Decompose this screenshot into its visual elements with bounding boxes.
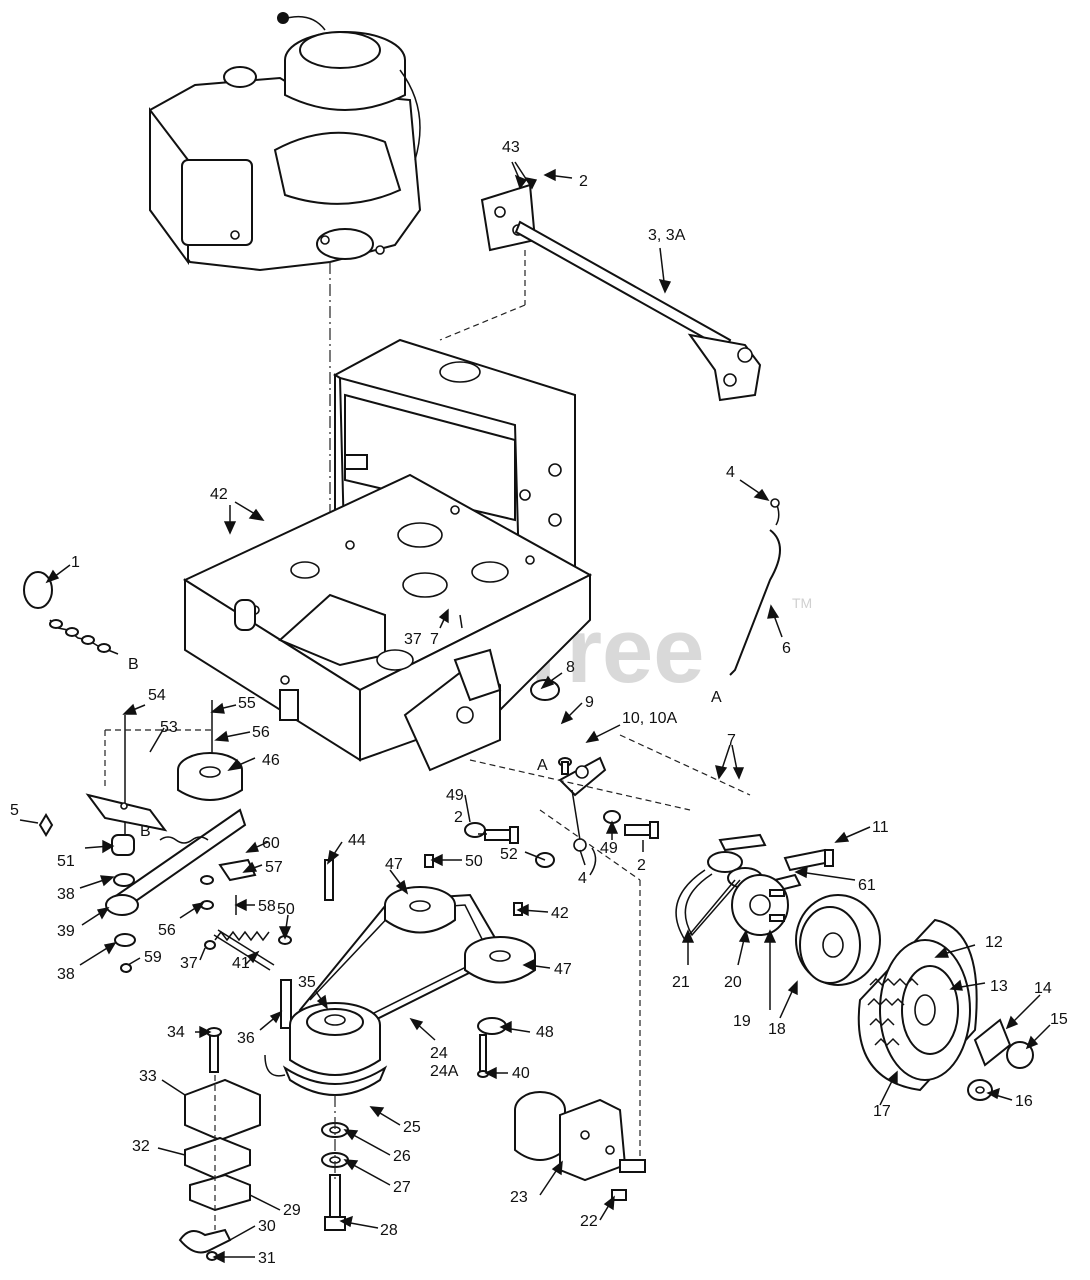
callout-23: 23	[510, 1189, 528, 1206]
callout-32: 32	[132, 1138, 150, 1155]
callout-2: 2	[454, 809, 463, 826]
callout-B: B	[128, 656, 139, 673]
callout-31: 31	[258, 1250, 276, 1267]
callout-54: 54	[148, 687, 166, 704]
callout-20: 20	[724, 974, 742, 991]
callout-43: 43	[502, 139, 520, 156]
hydraulic-motor	[514, 880, 646, 1201]
callout-4: 4	[726, 464, 735, 481]
callout-56: 56	[158, 922, 176, 939]
callout-41: 41	[232, 955, 250, 972]
callout-1: 1	[71, 554, 80, 571]
chain	[23, 571, 119, 655]
callout-39: 39	[57, 923, 75, 940]
callout-7: 7	[727, 732, 736, 749]
callout-53: 53	[160, 719, 178, 736]
idler-assembly	[38, 700, 275, 973]
callout-6: 6	[782, 640, 791, 657]
callout-24: 24	[430, 1045, 448, 1062]
callout-40: 40	[512, 1065, 530, 1082]
callout-57: 57	[265, 859, 283, 876]
callout-24a: 24A	[430, 1063, 459, 1080]
callout-28: 28	[380, 1222, 398, 1239]
callout-29: 29	[283, 1202, 301, 1219]
callout-19: 19	[733, 1013, 751, 1030]
callout-14: 14	[1034, 980, 1052, 997]
callout-11: 11	[872, 819, 889, 836]
callout-58: 58	[258, 898, 276, 915]
link-rod	[729, 498, 781, 676]
callout-12: 12	[985, 934, 1003, 951]
callout-15: 15	[1050, 1011, 1068, 1028]
callout-46: 46	[262, 752, 280, 769]
callout-21: 21	[672, 974, 690, 991]
watermark-trademark: TM	[792, 595, 812, 611]
callout-7: 7	[430, 631, 439, 648]
callout-35: 35	[298, 974, 316, 991]
callout-49: 49	[446, 787, 464, 804]
callout-34: 34	[167, 1024, 185, 1041]
wheel-group	[675, 833, 1034, 1101]
callout-50: 42	[551, 905, 569, 922]
callout-labels: 43 2 3, 3A 4 42 1 B 6 A 37 7 8 54 55 53 …	[10, 139, 1068, 1267]
bottom-brackets	[178, 1075, 261, 1261]
callout-36: 36	[237, 1030, 255, 1047]
callout-56: 56	[252, 724, 270, 741]
callout-22: 22	[580, 1213, 598, 1230]
callout-42: 50	[277, 901, 295, 918]
callout-33: 33	[139, 1068, 157, 1085]
callout-16: 16	[1015, 1093, 1033, 1110]
callout-49: 49	[600, 840, 618, 857]
callout-25: 25	[403, 1119, 421, 1136]
callout-4: 4	[578, 870, 587, 887]
callout-37: 37	[180, 955, 198, 972]
callout-2: 2	[579, 173, 588, 190]
callout-10-10a: 10, 10A	[622, 710, 677, 727]
washers-bolt	[321, 1095, 349, 1231]
callout-A: A	[537, 757, 548, 774]
main-frame	[182, 338, 593, 772]
callout-8: 8	[566, 659, 575, 676]
callout-9: 9	[585, 694, 594, 711]
callout-55: 55	[238, 695, 256, 712]
callout-52: 52	[500, 846, 518, 863]
callout-A: A	[711, 689, 722, 706]
callout-2: 2	[637, 857, 646, 874]
callout-18: 18	[768, 1021, 786, 1038]
callout-60: 60	[262, 835, 280, 852]
callout-B: B	[140, 823, 151, 840]
engine	[149, 12, 422, 272]
leader-lines	[19, 161, 1051, 1264]
callout-37: 37	[404, 631, 422, 648]
callout-51: 51	[57, 853, 75, 870]
belt-drive	[264, 886, 536, 1096]
callout-44: 44	[348, 832, 366, 849]
callout-38: 38	[57, 886, 75, 903]
pivot-arm	[464, 679, 751, 881]
callout-47: 47	[554, 961, 572, 978]
axle-rod	[439, 183, 762, 402]
callout-30: 30	[258, 1218, 276, 1235]
callout-50: 50	[465, 853, 483, 870]
callout-59: 59	[144, 949, 162, 966]
callout-17: 17	[873, 1103, 891, 1120]
callout-27: 27	[393, 1179, 411, 1196]
callout-13: 13	[990, 978, 1008, 995]
callout-61: 61	[858, 877, 876, 894]
callout-42: 42	[210, 486, 228, 503]
callout-38: 38	[57, 966, 75, 983]
callout-48: 48	[536, 1024, 554, 1041]
callout-5: 5	[10, 802, 19, 819]
callout-26: 26	[393, 1148, 411, 1165]
callout-47: 47	[385, 856, 403, 873]
callout-3-3a: 3, 3A	[648, 227, 686, 244]
